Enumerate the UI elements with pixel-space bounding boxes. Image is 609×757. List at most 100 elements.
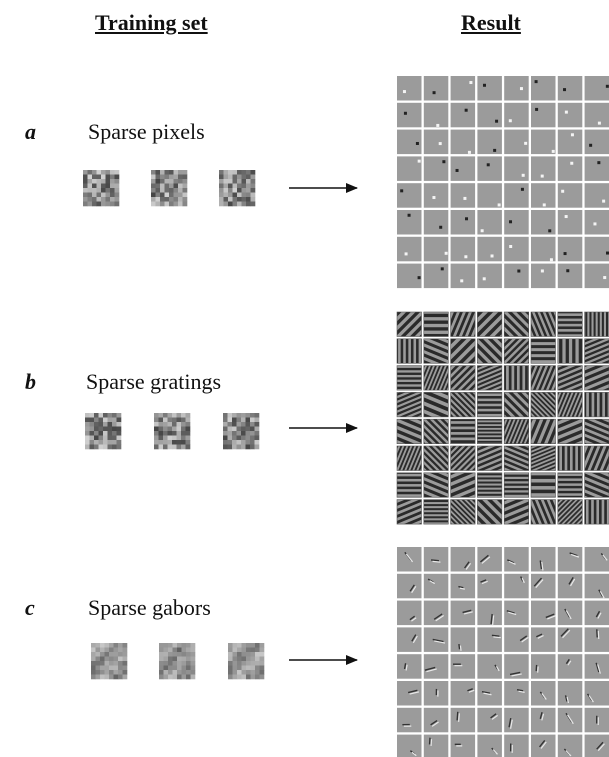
result-tile [423,472,449,498]
result-tile [557,365,583,391]
result-tile [396,499,422,525]
result-tile [477,734,502,757]
result-tile [504,573,529,599]
result-tile [557,472,583,498]
result-tile [397,707,422,733]
result-tile [397,76,422,101]
result-tile [397,654,422,679]
result-tile [423,547,449,572]
result-tile [397,129,422,155]
result-tile [477,102,502,128]
result-tile [504,102,529,128]
result-tile [504,210,529,235]
result-tile [531,263,556,289]
result-tile [557,547,583,572]
result-tile [450,472,476,498]
result-tile [477,499,503,525]
result-tile [477,183,502,208]
result-tile [450,707,476,733]
result-tile [423,102,449,128]
result-tile [423,445,449,471]
training-sample [151,170,188,207]
result-tile [450,156,476,181]
result-tile [477,600,502,626]
result-tile [450,499,476,525]
row-title-a: Sparse pixels [88,119,205,144]
result-tile [584,263,609,289]
result-tile [503,311,530,337]
header-result: Result [461,10,521,35]
result-tile [557,102,583,128]
result-tile [584,547,609,572]
row-title-c: Sparse gabors [88,595,211,620]
result-tile [584,156,609,181]
training-sample [228,643,265,680]
result-tile [397,734,422,757]
result-tile [477,129,502,155]
result-tile [531,129,556,155]
result-tile [423,311,449,337]
result-tile [584,734,609,757]
result-tile [530,499,556,525]
result-tile [504,734,529,757]
result-tile [423,76,449,101]
result-tile [531,734,556,757]
result-tile [477,236,502,262]
result-tile [584,365,609,391]
result-tile [584,129,609,155]
result-tile [557,210,583,235]
result-tile [504,707,529,733]
result-tile [450,600,476,626]
result-tile [557,654,583,679]
result-tile [396,418,422,445]
result-tile [584,707,609,733]
result-tile [450,547,476,572]
result-tile [477,472,503,498]
result-tile [450,573,476,599]
result-tile [477,338,503,364]
result-tile [504,263,529,289]
result-tile [477,76,502,101]
result-tile [450,338,476,364]
row-title-b: Sparse gratings [86,369,222,394]
result-tile [477,392,503,418]
result-tile [584,183,609,208]
result-tile [396,472,422,498]
result-tile [557,263,583,289]
result-tile [503,445,530,471]
result-tile [450,392,476,418]
row-letter-c: c [25,595,35,620]
result-tile [423,156,449,181]
result-tile [557,236,583,262]
training-sample [159,643,196,680]
result-tile [557,129,583,155]
result-tile [450,418,476,445]
result-tile [477,156,502,181]
result-tile [531,573,556,599]
result-tile [423,573,449,599]
result-tile [531,627,556,652]
result-tile [557,183,583,208]
result-tile [423,681,449,706]
result-tile [477,210,502,235]
result-tile [584,499,609,525]
result-tile [397,236,422,262]
result-tile [423,263,449,289]
result-tile [397,263,422,289]
result-tile [477,627,502,652]
result-tile [504,600,529,626]
result-tile [423,418,449,445]
training-sample [83,170,120,207]
result-tile [504,547,529,572]
result-tile [584,76,609,101]
result-tile [450,734,476,757]
result-tile [477,263,502,289]
result-tile [584,210,609,235]
result-tile [423,338,449,364]
result-tile [531,76,556,101]
result-tile [477,365,503,391]
result-tile [423,210,449,235]
result-tile [396,445,422,471]
result-tile [423,707,449,733]
